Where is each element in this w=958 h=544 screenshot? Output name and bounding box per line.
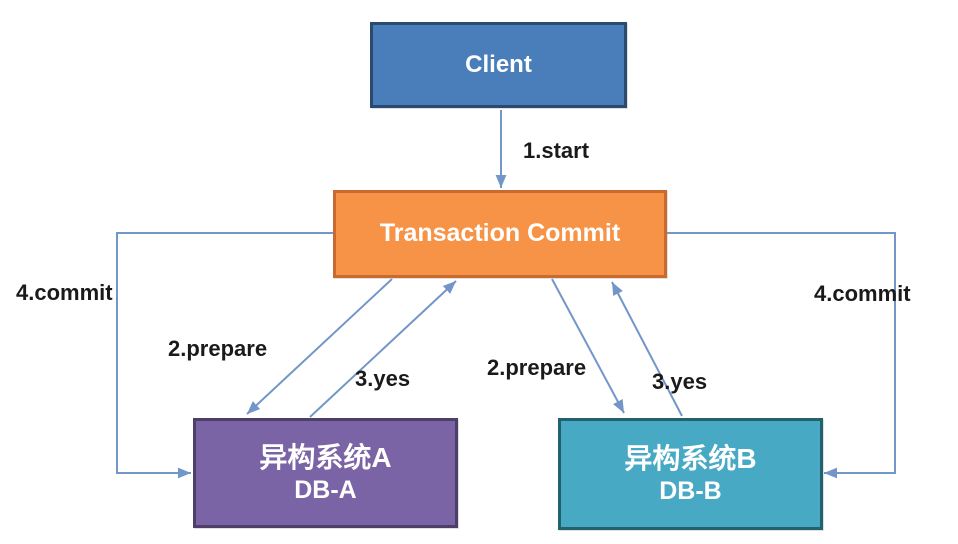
system-a-db-label: DB-A <box>294 475 357 504</box>
transaction-commit-node: Transaction Commit <box>333 190 667 278</box>
system-b-label: 异构系统B <box>624 443 757 475</box>
edge-prepare-a-arrow <box>246 278 393 415</box>
edge-label-start: 1.start <box>523 138 590 163</box>
edge-label-commit-a: 4.commit <box>16 280 113 305</box>
system-b-db-label: DB-B <box>659 476 722 505</box>
edge-label-yes-b: 3.yes <box>652 369 708 394</box>
edge-yes-a-arrow <box>309 280 457 418</box>
edge-yes-b-arrow <box>611 281 683 417</box>
heterogeneous-system-b-node: 异构系统B DB-B <box>558 418 823 530</box>
client-node: Client <box>370 22 627 108</box>
system-a-label: 异构系统A <box>259 442 392 474</box>
client-node-label: Client <box>465 51 532 78</box>
edge-label-prepare-a: 2.prepare <box>168 336 268 361</box>
transaction-commit-node-label: Transaction Commit <box>379 219 621 248</box>
heterogeneous-system-a-node: 异构系统A DB-A <box>193 418 458 528</box>
edge-label-prepare-b: 2.prepare <box>487 355 587 380</box>
edge-label-yes-a: 3.yes <box>355 366 411 391</box>
edge-prepare-b-arrow <box>551 278 625 414</box>
edge-label-commit-b: 4.commit <box>814 281 911 306</box>
